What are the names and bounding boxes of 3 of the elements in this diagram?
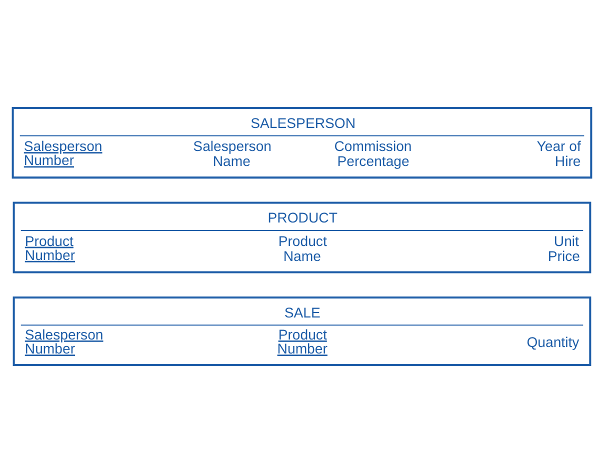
node-box: SALESPERSON Salesperson Number Salesperson Name Commission Percentage Year of Hire	[12, 107, 592, 179]
node-box: SALE Salesperson Number Product Number Quantity	[12, 296, 592, 366]
node-box: PRODUCT Product Number Product Name Unit Price	[12, 202, 592, 274]
